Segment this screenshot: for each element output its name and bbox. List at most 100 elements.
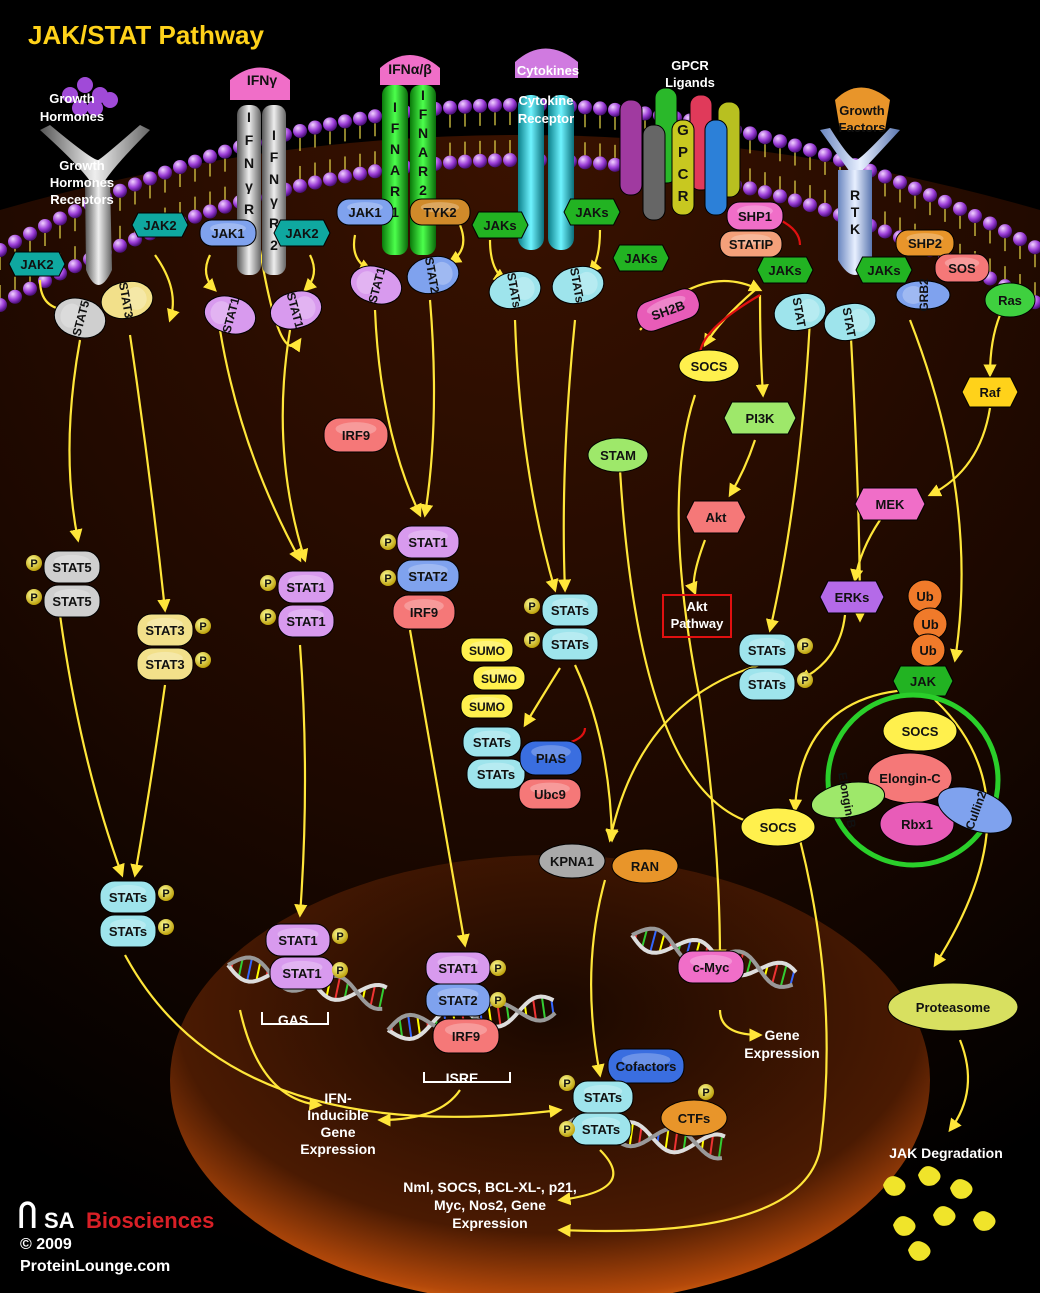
- jak1-ifng: JAK1: [199, 219, 257, 247]
- sumo-2: SUMO: [472, 665, 526, 691]
- phospho-badge: P: [559, 1121, 575, 1137]
- sh2b: SH2B: [636, 288, 700, 332]
- phospho-badge: P: [158, 885, 174, 901]
- signaling-arrows: [38, 224, 1002, 1238]
- jaks-gpcr-label: JAKs: [624, 251, 657, 266]
- stat5-dimer-a-label: STAT5: [52, 560, 91, 575]
- isre-bracket: [423, 1072, 511, 1083]
- sumo-1: SUMO: [460, 637, 514, 663]
- page-title: JAK/STAT Pathway: [28, 20, 265, 50]
- sa-logo-icon: Ⴖ: [18, 1201, 37, 1234]
- phospho-badge: P: [490, 960, 506, 976]
- c-myc-label: c-Myc: [693, 960, 730, 975]
- phospho-label: P: [702, 1087, 709, 1099]
- targets-label: Nml, SOCS, BCL-XL-, p21,Myc, Nos2, GeneE…: [403, 1179, 576, 1231]
- ifnar1-label-letter: I: [393, 99, 397, 115]
- phospho-label: P: [30, 592, 37, 604]
- ifnar2-label-letter: I: [421, 87, 425, 103]
- jak2-ifng: JAK2: [273, 219, 331, 247]
- cofactors-label: Cofactors: [616, 1059, 677, 1074]
- stat2-ifna: STAT2: [406, 255, 460, 295]
- stam-label: STAM: [600, 448, 636, 463]
- ifngr1-label-letter: γ: [245, 178, 253, 194]
- phospho-badge: P: [332, 962, 348, 978]
- gpcr-label-letter: C: [678, 166, 689, 183]
- ifn-alpha-beta-ligand: [380, 55, 440, 85]
- ubc9: Ubc9: [518, 778, 582, 810]
- jaks-cyto-right: JAKs: [563, 198, 621, 226]
- stats-cyto-dimer-b-label: STATs: [551, 637, 589, 652]
- phospho-label: P: [528, 635, 535, 647]
- shp2: SHP2: [895, 229, 955, 257]
- phospho-label: P: [801, 675, 808, 687]
- jak-fragment-icon: [918, 1166, 941, 1186]
- phospho-label: P: [801, 641, 808, 653]
- phospho-badge: P: [158, 919, 174, 935]
- stat2-isgf3: STAT2: [396, 559, 460, 593]
- stat3-dimer-a-label: STAT3: [145, 623, 184, 638]
- phospho-label: P: [264, 612, 271, 624]
- stats-cyto-left-label: STATs: [504, 272, 524, 310]
- targets-label-line: Expression: [452, 1215, 527, 1231]
- ifn-inducible-label-line: IFN-: [324, 1090, 352, 1106]
- socs-top: SOCS: [678, 349, 740, 383]
- jak2-mid-label: JAK2: [143, 218, 176, 233]
- ifngr1-label-letter: N: [244, 155, 254, 171]
- ifnar1-label-letter: 1: [391, 204, 399, 220]
- proteasome: Proteasome: [887, 982, 1019, 1032]
- ifnar1-label-letter: R: [390, 183, 400, 199]
- mek-label: MEK: [876, 497, 906, 512]
- jak-fragment-icon: [933, 1206, 956, 1226]
- sumo-3-label: SUMO: [469, 700, 505, 714]
- stats-pias-a: STATs: [462, 726, 522, 758]
- stat1-isgf3-label: STAT1: [408, 535, 447, 550]
- phospho-badge: P: [797, 638, 813, 654]
- stats-rtk-dimer-b: STATs: [738, 667, 796, 701]
- phospho-badge: P: [26, 555, 42, 571]
- phospho-label: P: [528, 601, 535, 613]
- akt-pathway-box: [662, 594, 732, 638]
- ifn-gamma-ligand: [230, 67, 290, 100]
- pias: PIAS: [519, 740, 583, 776]
- akt-pathway-label-line: Akt: [687, 599, 709, 614]
- gpcr-helix: [704, 119, 728, 216]
- stats-gh-dimer-a: STATs: [99, 880, 157, 914]
- stat-rtk-right-label: STAT: [840, 306, 859, 338]
- shp1: SHP1: [726, 201, 784, 231]
- stat3-membrane: STAT3: [100, 280, 154, 320]
- stats-rtk-dimer-a-label: STATs: [748, 643, 786, 658]
- jak2-left-label: JAK2: [20, 257, 53, 272]
- elongin-c-label: Elongin-C: [879, 771, 941, 786]
- akt-label: Akt: [706, 510, 728, 525]
- cullin2: Cullin2: [937, 786, 1013, 834]
- stats-cyto-left: STATs: [488, 270, 542, 310]
- stat3-dimer-b: STAT3: [136, 647, 194, 681]
- sumo-2-label: SUMO: [481, 672, 517, 686]
- elongin-c: Elongin-C: [867, 752, 953, 804]
- jak1-ifna: JAK1: [336, 198, 394, 226]
- ifngr1-label-letter: I: [247, 109, 251, 125]
- hormone-bead: [77, 77, 93, 93]
- elongin-b: Elongin-B: [810, 771, 886, 830]
- stat1-nuc-a-label: STAT1: [278, 933, 317, 948]
- ifnar2-label-letter: A: [418, 144, 428, 160]
- stat3-dimer-b-label: STAT3: [145, 657, 184, 672]
- ctfs-label: CTFs: [678, 1111, 711, 1126]
- shp2-label: SHP2: [908, 236, 942, 251]
- jaks-cyto-right-label: JAKs: [575, 205, 608, 220]
- rtk-label-letter: T: [851, 204, 860, 220]
- mek: MEK: [854, 487, 926, 521]
- phospho-label: P: [384, 573, 391, 585]
- brand-sa: SA: [44, 1208, 75, 1233]
- rtk-top: [820, 128, 900, 175]
- stats-pias-b-label: STATs: [477, 767, 515, 782]
- stats-pias-a-label: STATs: [473, 735, 511, 750]
- phospho-badge: P: [260, 575, 276, 591]
- socs-e3-label: SOCS: [902, 724, 939, 739]
- ras: Ras: [984, 282, 1036, 318]
- raf-label: Raf: [980, 385, 1002, 400]
- ifnar2-label-letter: F: [419, 106, 428, 122]
- stat3-membrane-label: STAT3: [116, 281, 136, 319]
